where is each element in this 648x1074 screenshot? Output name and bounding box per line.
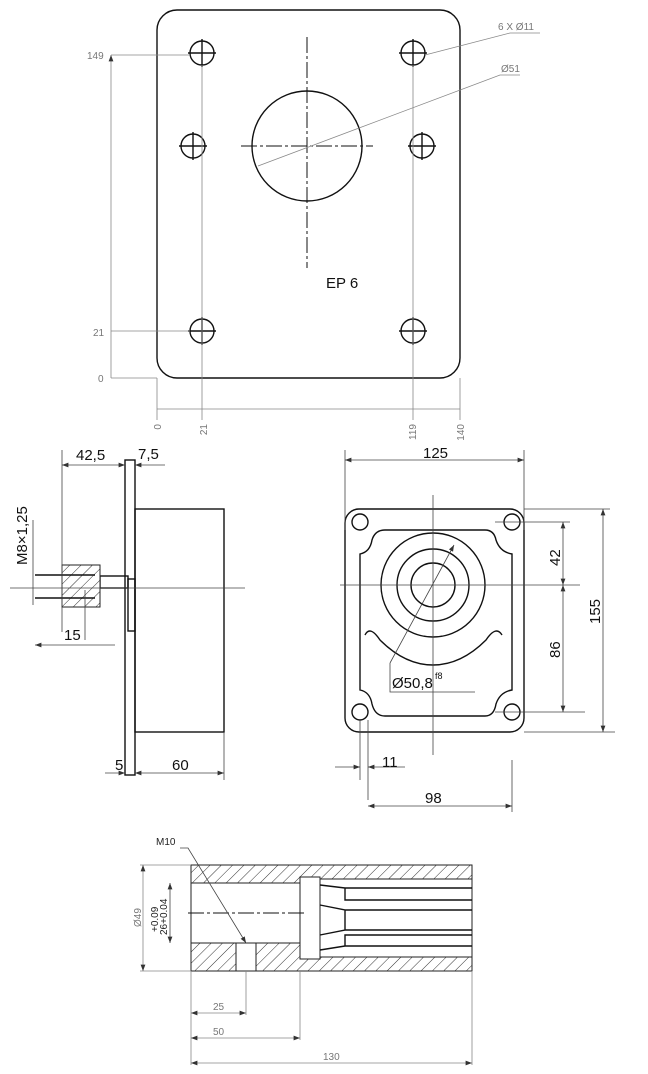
pilot-dia: Ø50,8 (392, 675, 433, 692)
dim-flange-offset: 7,5 (138, 446, 159, 463)
dim-body: 60 (172, 757, 189, 774)
hdim-21: 21 (199, 424, 210, 436)
holes-callout: 6 X Ø11 (498, 22, 534, 33)
bore-dia: 26+0.04 (159, 898, 170, 935)
dim-hole: 11 (382, 754, 398, 771)
pilot-tol: f8 (435, 671, 443, 681)
dim-shaft: 42,5 (76, 447, 105, 464)
dim-hole-spacing: 98 (425, 790, 442, 807)
dim-0: 0 (98, 374, 104, 385)
dim-50: 50 (213, 1027, 225, 1038)
dim-flange: 5 (115, 757, 123, 774)
thread-label: M8×1,25 (14, 506, 31, 565)
bore-tol: +0.09 (150, 906, 161, 932)
coupling-section (140, 847, 473, 1066)
front-view (335, 450, 615, 812)
dim-upper: 42 (547, 549, 564, 566)
dim-thread-len: 15 (64, 627, 81, 644)
dim-21: 21 (93, 328, 105, 339)
dim-130: 130 (323, 1052, 340, 1063)
dim-149: 149 (87, 51, 104, 62)
hdim-140: 140 (456, 424, 467, 441)
side-view (10, 450, 245, 780)
top-view-plate (108, 9, 540, 420)
hdim-119: 119 (408, 424, 419, 440)
center-bore (251, 90, 363, 202)
hdim-0: 0 (153, 424, 164, 430)
bore-callout: Ø51 (501, 64, 520, 75)
thread-m10: M10 (156, 837, 176, 848)
dim-height: 155 (587, 599, 604, 624)
dim-width: 125 (423, 445, 448, 462)
outer-dia: Ø49 (133, 908, 144, 927)
dim-lower: 86 (547, 641, 564, 658)
dim-25: 25 (213, 1002, 225, 1013)
plate-label: EP 6 (326, 275, 358, 292)
